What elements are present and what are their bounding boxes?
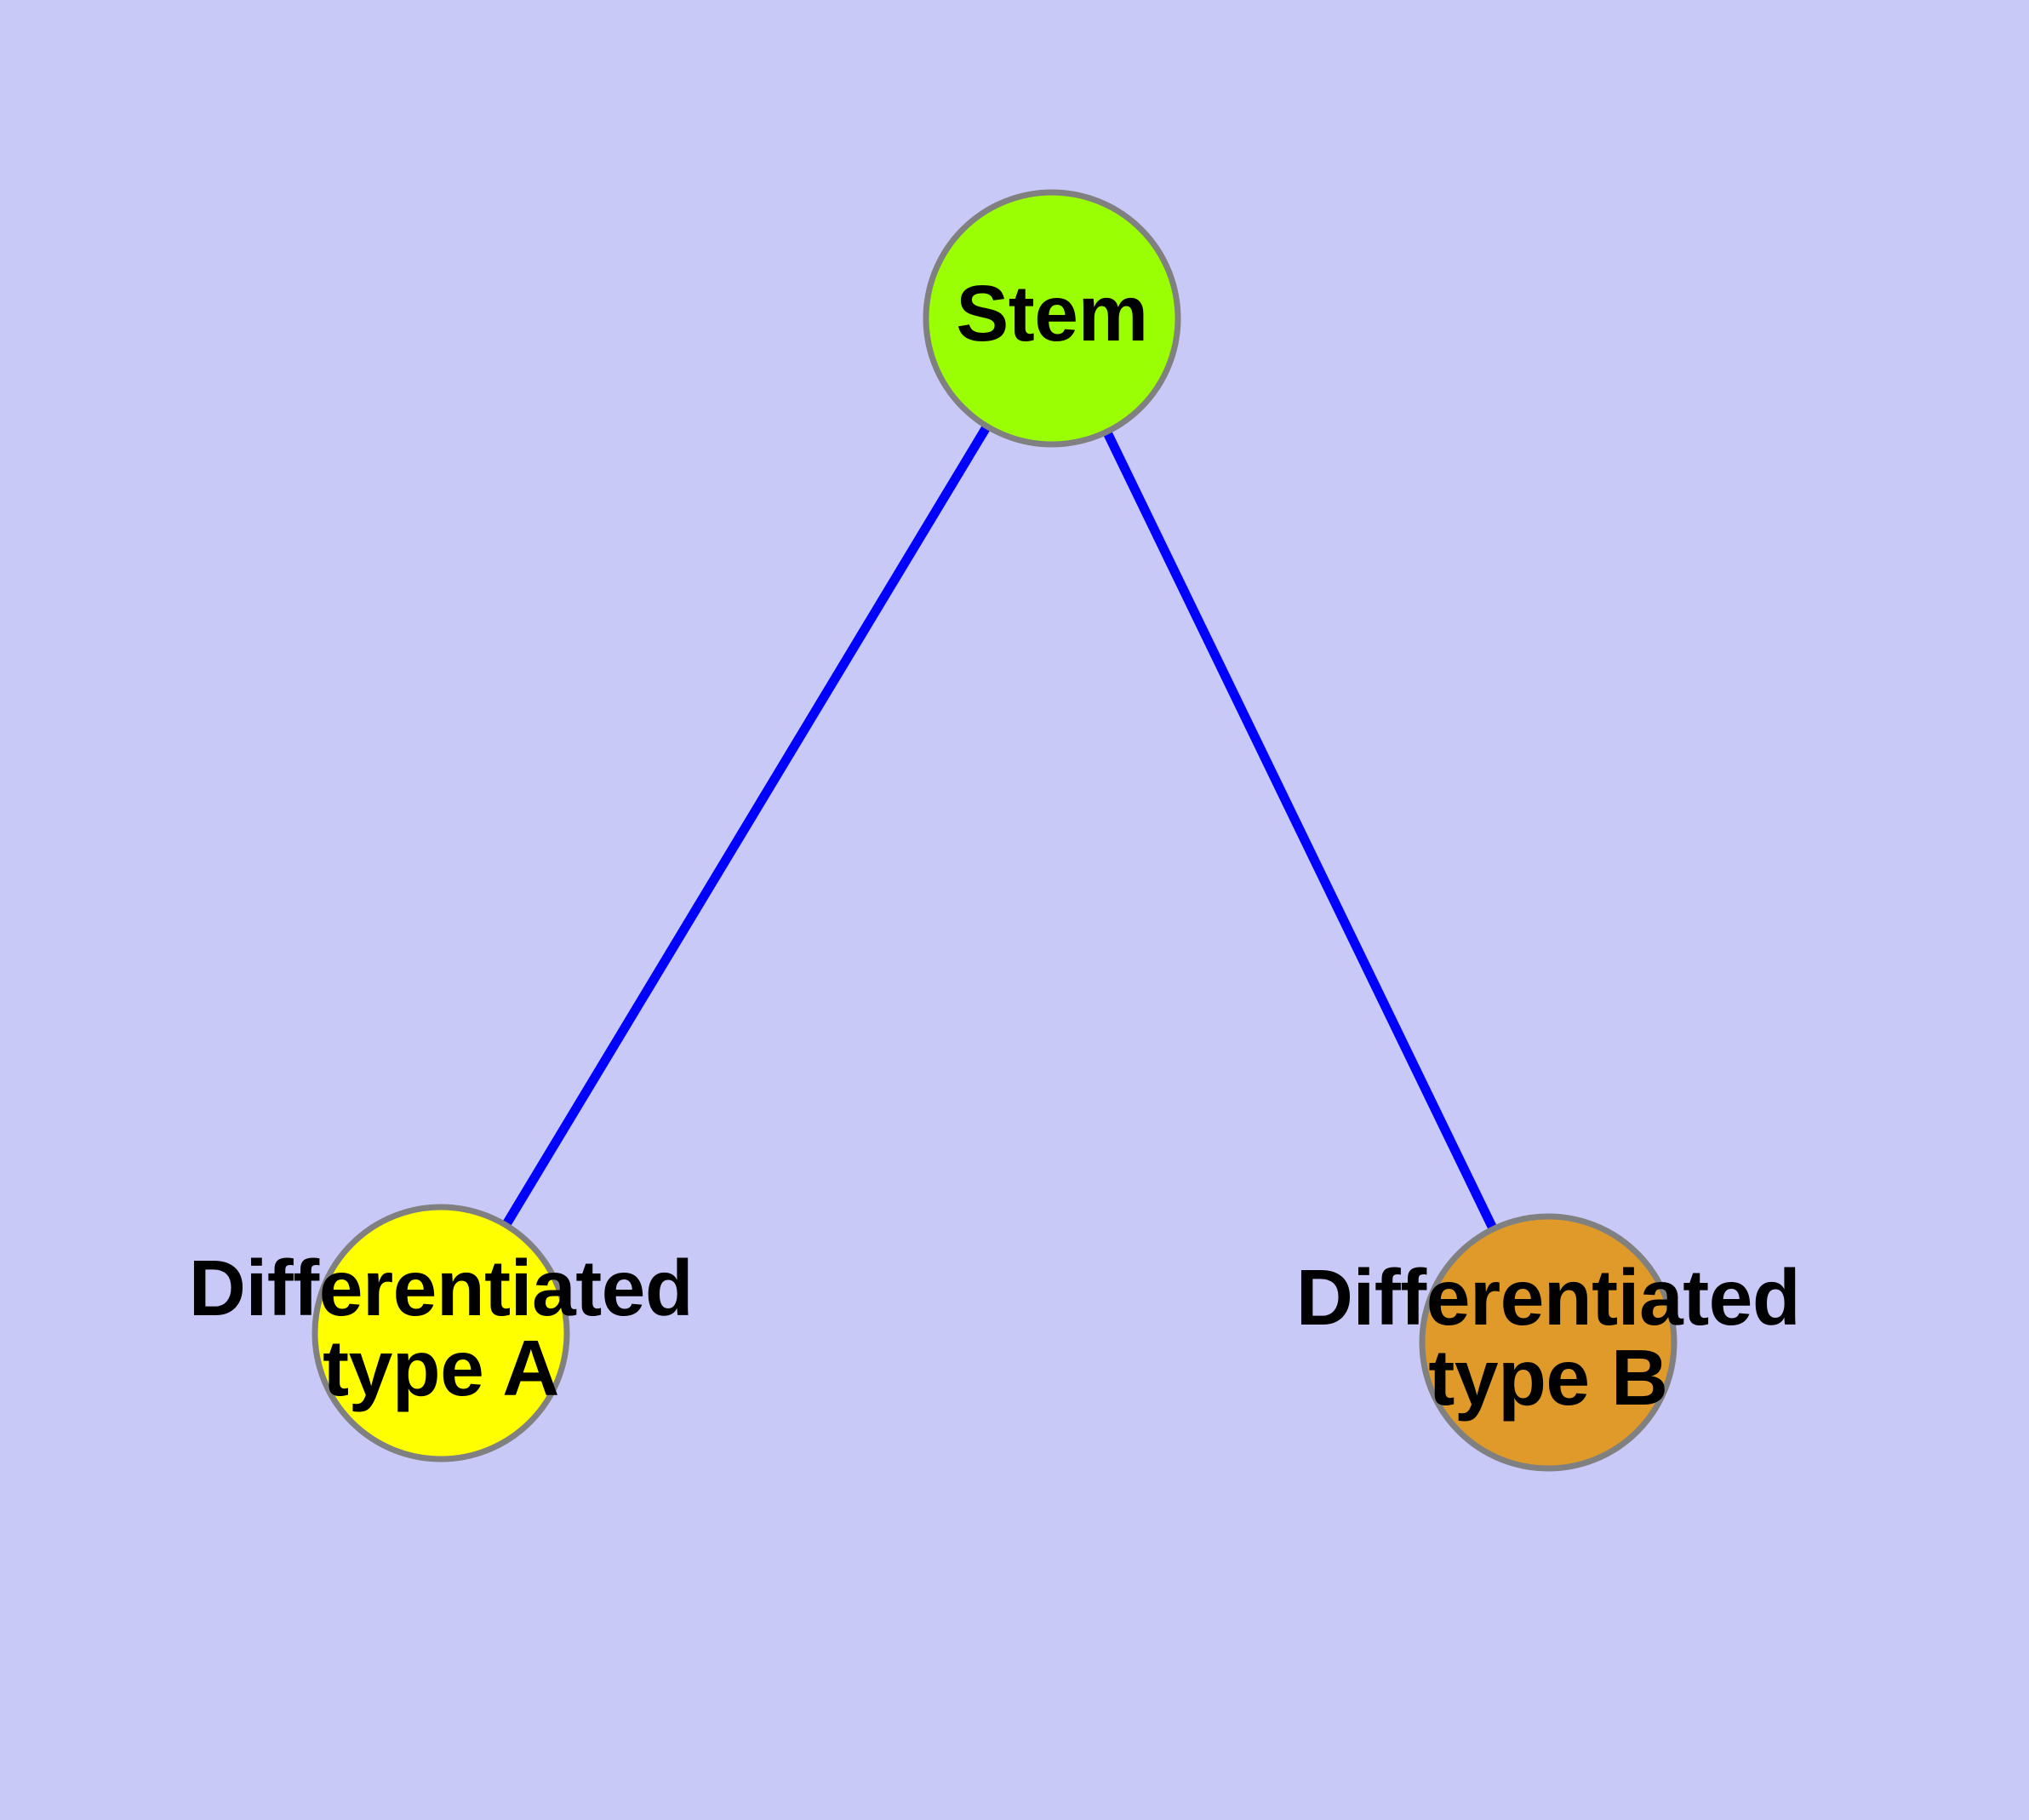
node-differentiated-type-b[interactable] [1419, 1213, 1677, 1472]
edge-stem-to-diff-b[interactable] [1048, 316, 1552, 1345]
node-layer [311, 189, 1677, 1472]
edge-stem-to-diff-a[interactable] [437, 316, 1056, 1336]
node-differentiated-type-a[interactable] [311, 1204, 570, 1462]
node-stem[interactable] [923, 189, 1181, 448]
edge-layer [437, 316, 1552, 1345]
